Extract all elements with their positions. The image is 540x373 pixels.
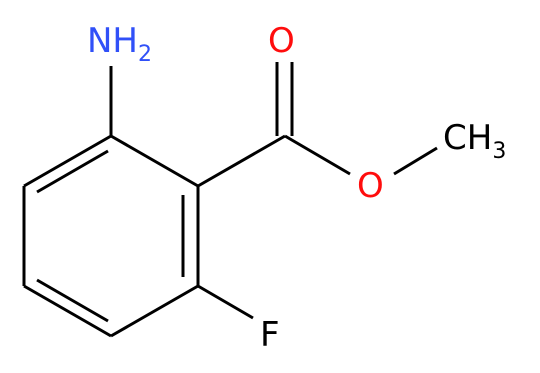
bond-ring-to-fluorine (197, 284, 254, 320)
bond-ring-to-carbonyl-carbon (197, 134, 286, 188)
amine-main-label: NH (87, 21, 138, 61)
ring-bond-c3-c4 (110, 284, 199, 338)
aromatic-inner-bond-bottom-left (36, 278, 109, 323)
ring-bond-c6-c1 (23, 134, 112, 188)
bond-carbonyl-carbon-to-ester-oxygen (284, 134, 351, 176)
methyl-subscript: 3 (492, 139, 506, 164)
ring-bond-c1-c2 (110, 134, 199, 188)
bond-layer (22, 62, 438, 338)
carbonyl-oxygen-label: O (268, 21, 295, 61)
bond-ester-oxygen-to-methyl (393, 146, 438, 176)
ester-oxygen-label: O (357, 166, 384, 206)
amine-label: NH2 (87, 21, 152, 67)
fluorine-label: F (260, 315, 280, 355)
methyl-main-label: CH (443, 118, 492, 158)
ring-bond-c4-c5 (23, 284, 112, 338)
amine-subscript: 2 (138, 42, 152, 67)
atom-label-layer: NH2 O O CH3 F (87, 21, 506, 355)
methyl-label: CH3 (443, 118, 506, 164)
aromatic-inner-bond-top-left (36, 149, 109, 194)
